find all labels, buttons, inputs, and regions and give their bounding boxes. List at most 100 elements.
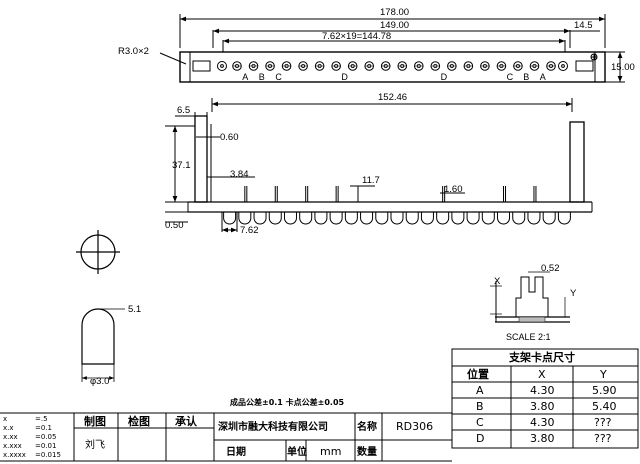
- position-label: A: [540, 72, 546, 82]
- position-label: D: [441, 72, 448, 82]
- tol-val: =0.05: [35, 433, 56, 441]
- pin-position: [447, 61, 457, 71]
- table-row-b: B 3.80 5.40: [476, 400, 617, 413]
- table-cell: 4.30: [530, 384, 555, 397]
- led-dome: [497, 212, 511, 225]
- tolerance-list: x =.5 x.x =0.1 x.xx =0.05 x.xxx =0.01 x.…: [3, 415, 61, 459]
- lead-pin: [244, 186, 248, 202]
- dim-1-60: 1.60: [444, 184, 463, 195]
- pin-position: [248, 61, 259, 71]
- table-cell: 5.90: [592, 384, 617, 397]
- tol-key: x.xx: [3, 433, 18, 441]
- table-header-y: Y: [599, 368, 607, 381]
- led-dome: [329, 212, 343, 225]
- led-dome: [527, 212, 541, 225]
- dim-14-5: 14.5: [574, 20, 593, 31]
- table-cell: ???: [594, 416, 612, 429]
- table-cell: 3.80: [530, 432, 555, 445]
- led-dome: [253, 212, 267, 225]
- led-dome: [238, 212, 252, 225]
- dim-0-60: 0.60: [220, 132, 239, 143]
- detail-led-profile: [81, 308, 125, 382]
- drawn-label: 制图: [84, 414, 106, 428]
- table-header-x: X: [538, 368, 546, 381]
- position-label: A: [242, 72, 248, 82]
- dim-7-62: 7.62: [240, 225, 259, 236]
- table-cell: B: [476, 400, 484, 413]
- pin-position: [281, 61, 292, 71]
- table-cell: 5.40: [592, 400, 617, 413]
- led-dome: [299, 212, 313, 225]
- tol-val: =0.015: [35, 451, 61, 459]
- end-slot-left: [192, 60, 211, 72]
- mount-hole-left: [217, 61, 227, 71]
- tolerance-note: 成品公差±0.1 卡点公差±0.05: [230, 397, 345, 407]
- pin-position: [397, 61, 408, 71]
- led-dome: [436, 212, 450, 225]
- end-slot-right: [575, 60, 594, 72]
- drawer-name: 刘飞: [85, 439, 105, 451]
- unit-value: mm: [320, 445, 341, 458]
- dim-152: 152.46: [378, 92, 407, 103]
- dim-6-5: 6.5: [177, 105, 190, 116]
- end-post-right: [569, 121, 585, 203]
- table-cell: D: [476, 432, 484, 445]
- top-view: [159, 14, 625, 83]
- led-dome: [375, 212, 389, 225]
- qty-label: 数量: [357, 445, 377, 458]
- tol-val: =.5: [35, 415, 48, 423]
- lead-pin: [274, 186, 278, 202]
- pin-position: [513, 61, 523, 71]
- position-label: C: [507, 72, 514, 82]
- dim-pitch: 7.62×19=144.78: [322, 31, 391, 42]
- position-label: C: [275, 72, 282, 82]
- part-name: RD306: [396, 420, 433, 433]
- pin-position: [232, 61, 242, 71]
- pin-position: [413, 61, 424, 71]
- position-label: D: [341, 72, 348, 82]
- lead-pin: [503, 186, 507, 202]
- date-label: 日期: [226, 445, 246, 458]
- led-dome: [481, 212, 495, 225]
- pin-position: [380, 61, 391, 71]
- pin-position: [331, 61, 341, 71]
- table-row-c: C 4.30 ???: [476, 416, 612, 429]
- table-cell: C: [476, 416, 484, 429]
- rail-body: [179, 51, 606, 83]
- led-dome: [390, 212, 404, 225]
- table-title: 支架卡点尺寸: [508, 350, 575, 364]
- pin-position: [298, 61, 308, 71]
- led-dome: [314, 212, 328, 225]
- dim-0-50: 0.50: [165, 220, 184, 231]
- tol-key: x: [3, 415, 7, 423]
- table-cell: 4.30: [530, 416, 555, 429]
- tol-val: =0.01: [35, 442, 56, 450]
- pin-position: [364, 61, 375, 71]
- title-block: [0, 412, 452, 462]
- mount-hole-right: [558, 61, 568, 71]
- led-dome: [512, 212, 526, 225]
- position-table: [451, 348, 639, 449]
- dim-178: 178.00: [380, 7, 409, 18]
- scale-y: Y: [570, 288, 577, 299]
- pin-position: [480, 61, 490, 71]
- led-dome: [344, 212, 358, 225]
- dim-11-7: 11.7: [362, 175, 380, 186]
- end-post-left: [194, 115, 208, 203]
- led-dome: [557, 212, 571, 225]
- pin-position: [546, 61, 556, 71]
- position-label: B: [523, 72, 529, 82]
- pin-position: [347, 61, 358, 71]
- led-dome: [283, 212, 297, 225]
- dim-149: 149.00: [380, 20, 409, 31]
- corner-radius: R3.0×2: [118, 46, 149, 57]
- pin-position: [463, 61, 474, 71]
- scale-dim: 0.52: [541, 263, 560, 274]
- led-dome: [542, 212, 556, 225]
- scale-detail: [490, 271, 570, 323]
- unit-label: 单位: [287, 445, 307, 458]
- led-dome: [360, 212, 374, 225]
- side-view: [165, 98, 593, 233]
